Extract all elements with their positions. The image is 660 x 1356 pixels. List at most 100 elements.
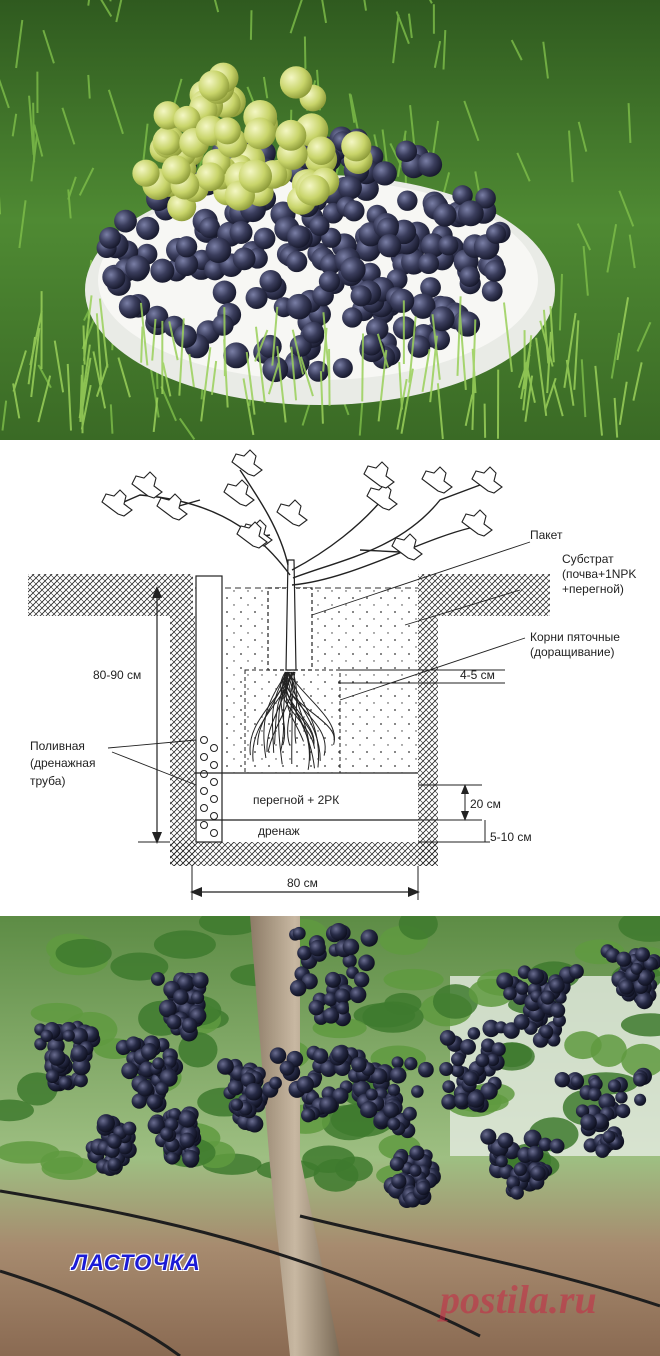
grape-berry [192,972,209,989]
grape-berry [329,922,348,941]
grape-berry [480,1128,497,1145]
green-grape [195,162,225,192]
grape-berry [279,1060,295,1076]
dark-grape [481,280,503,302]
label-humus-thickness: 20 см [470,797,501,811]
grape-berry [409,1164,422,1177]
vine-leaf [366,483,398,511]
grape-berry [179,1132,195,1148]
grape-berry [450,1063,465,1078]
grape-berry [454,1092,470,1108]
grape-berry [439,1030,456,1046]
vine-branches [109,469,481,586]
label-bag: Пакет [530,528,563,542]
grape-berry [342,953,357,968]
grape-berry [630,962,643,975]
green-grape [198,70,230,102]
grape-berry [173,989,189,1005]
grape-berry [308,999,324,1016]
grape-berry [166,1014,182,1030]
green-grape [244,117,276,150]
grape-berry [633,1072,647,1087]
label-width: 80 см [287,876,318,890]
dark-grape [350,285,372,307]
dark-grape [174,252,199,277]
label-drainage: дренаж [258,824,300,838]
dark-grape [245,286,268,309]
grape-berry [160,1127,174,1141]
dark-grape [420,277,441,298]
grape-berry [176,974,195,992]
substrate-fill [222,588,418,773]
grape-berry [155,1082,169,1096]
vine-leaf [421,466,453,494]
grape-berry [486,1053,500,1067]
vine-leaf [471,466,503,494]
grape-berry [309,939,326,957]
grape-berry [96,1114,115,1133]
green-grape [279,66,313,99]
dark-grape [420,233,446,258]
grape-berry [358,954,375,972]
pit-wall-right [418,616,438,866]
grape-berry [269,1047,287,1064]
grape-berry [523,1129,542,1148]
grape-berry [58,1076,73,1090]
grape-berry [349,986,367,1004]
grape-berry [152,1057,165,1070]
grape-berry [527,968,545,985]
dark-grape [318,270,341,292]
grape-berry [463,1071,479,1087]
dark-grape [338,175,362,200]
grape-berry [165,1151,179,1165]
grape-berry [141,1043,158,1061]
grape-berry [360,1101,378,1119]
dark-grape [418,253,440,275]
grape-berry [296,1075,315,1094]
label-drainage-thickness: 5-10 см [490,830,532,844]
green-grape [298,174,330,206]
vine-leaf [363,461,395,489]
grape-berry [595,1143,610,1158]
greenhouse-vines-photo: ЛАСТОЧКА postila.ru [0,916,660,1356]
dark-grape [475,187,496,209]
grape-berry [402,1106,417,1121]
dark-grape [309,215,330,236]
grape-berry [538,1137,553,1152]
dark-grape [459,266,480,287]
vine-leaf [276,499,308,527]
dark-grape [428,328,451,351]
dark-grape [229,221,253,245]
grape-berry [336,1001,350,1015]
grape-berry [416,1180,431,1196]
label-pipe: Поливная (дренажная труба) [30,739,96,788]
grape-berry [389,1066,407,1084]
dark-grape [389,288,415,313]
grape-berry [131,1093,147,1109]
dark-grape [212,280,237,305]
dark-grape [253,227,276,250]
grape-berry [635,991,653,1010]
vine-leaf [231,449,263,477]
dark-grape [212,314,234,336]
grape-berry [496,972,514,990]
dark-grape [136,216,160,240]
dark-grape [286,250,308,273]
grapes-plate-illustration [0,0,660,440]
label-depth: 80-90 см [93,668,142,682]
green-grape [153,128,181,156]
grape-berry [301,1108,316,1123]
dark-grape [302,321,325,344]
grape-berry [181,1017,198,1033]
dark-grape [360,333,383,356]
grape-berry [616,1103,631,1119]
grape-berry [442,1080,456,1094]
grape-berry [589,1077,603,1091]
dark-grape [395,140,418,163]
dark-grape [377,234,402,258]
dark-grape [307,360,329,382]
grape-berry [312,1048,329,1064]
grape-berry [122,1121,137,1136]
dark-grape [150,258,175,283]
dark-grape [486,223,507,244]
